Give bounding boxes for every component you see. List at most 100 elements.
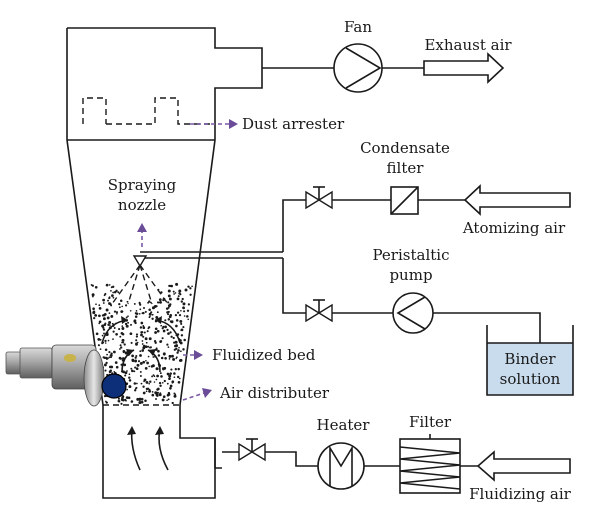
fluidizing-air-line: [222, 451, 478, 467]
particle: [134, 366, 137, 369]
particle: [148, 382, 151, 385]
particle: [183, 315, 186, 317]
particle: [104, 292, 107, 295]
dust-arrester-label: Dust arrester: [242, 115, 345, 133]
particle: [144, 399, 147, 402]
particle: [103, 323, 107, 327]
particle: [168, 377, 171, 381]
particle: [155, 305, 158, 308]
inflow-arrows: [127, 426, 169, 471]
particle: [162, 367, 165, 371]
particle: [131, 359, 135, 363]
particle: [133, 302, 136, 305]
particle: [164, 319, 167, 322]
particle: [182, 326, 185, 329]
particle: [143, 331, 146, 334]
particle: [121, 327, 125, 330]
particle: [122, 341, 125, 344]
particle: [170, 368, 173, 371]
particle: [125, 324, 129, 328]
particle: [151, 375, 154, 378]
particle: [111, 294, 114, 297]
particle: [179, 319, 183, 323]
particle: [150, 311, 153, 314]
particle: [103, 395, 107, 398]
particle: [98, 304, 101, 307]
particle: [117, 397, 120, 400]
particle: [110, 290, 112, 292]
particle: [175, 357, 178, 360]
particle: [121, 341, 123, 344]
particle: [156, 388, 159, 391]
particle: [169, 372, 172, 375]
particle: [108, 302, 111, 305]
particle: [119, 335, 122, 338]
particle: [129, 332, 133, 336]
particle: [168, 315, 172, 319]
particle: [167, 304, 171, 308]
valve-fluidizing: [238, 438, 266, 462]
particle: [139, 399, 141, 402]
particle: [167, 310, 170, 313]
particle: [170, 284, 174, 288]
particle: [146, 330, 149, 333]
particle: [178, 314, 182, 317]
particle: [147, 327, 150, 330]
particle: [124, 322, 128, 326]
particle: [121, 332, 125, 336]
particle: [136, 382, 138, 385]
heater-label: Heater: [317, 416, 371, 434]
particle: [154, 341, 157, 344]
annotation-arrows: [137, 119, 238, 401]
particle: [181, 297, 184, 301]
particle: [106, 353, 108, 356]
binder-solution-label-2: solution: [500, 370, 561, 388]
particle: [128, 379, 132, 382]
fan-label: Fan: [344, 18, 372, 36]
particle: [134, 359, 138, 363]
particle: [95, 332, 99, 336]
particle: [189, 287, 192, 290]
particle: [135, 367, 139, 371]
particle: [101, 334, 104, 337]
particle: [166, 372, 170, 376]
binder-container: [486, 325, 574, 396]
particle: [124, 351, 128, 355]
particle: [144, 337, 148, 341]
particle: [172, 336, 175, 340]
particle: [175, 324, 178, 328]
particle: [138, 401, 142, 405]
particle: [167, 289, 171, 293]
particle: [138, 312, 141, 315]
particle: [105, 308, 109, 312]
particle: [105, 401, 108, 404]
particle: [135, 342, 138, 345]
particle: [171, 401, 174, 405]
particle: [118, 306, 121, 309]
particle: [140, 397, 144, 401]
particle: [91, 284, 94, 287]
particle: [127, 315, 129, 318]
particle: [180, 300, 183, 303]
particle: [141, 312, 144, 315]
particle: [127, 321, 130, 324]
particle: [155, 348, 158, 351]
particle: [135, 333, 139, 336]
particle: [186, 309, 190, 312]
particle: [121, 325, 124, 327]
particle: [115, 365, 119, 369]
particle: [155, 367, 159, 371]
particle: [177, 295, 180, 298]
particle: [113, 310, 117, 313]
particle: [159, 372, 162, 375]
particle: [131, 354, 134, 358]
particle: [176, 351, 179, 354]
particle: [140, 400, 144, 404]
particle: [173, 348, 176, 351]
particle: [149, 346, 151, 349]
particle: [169, 331, 172, 334]
particle: [140, 333, 143, 337]
particle: [140, 331, 143, 334]
particle: [139, 375, 142, 377]
particle: [167, 391, 171, 395]
